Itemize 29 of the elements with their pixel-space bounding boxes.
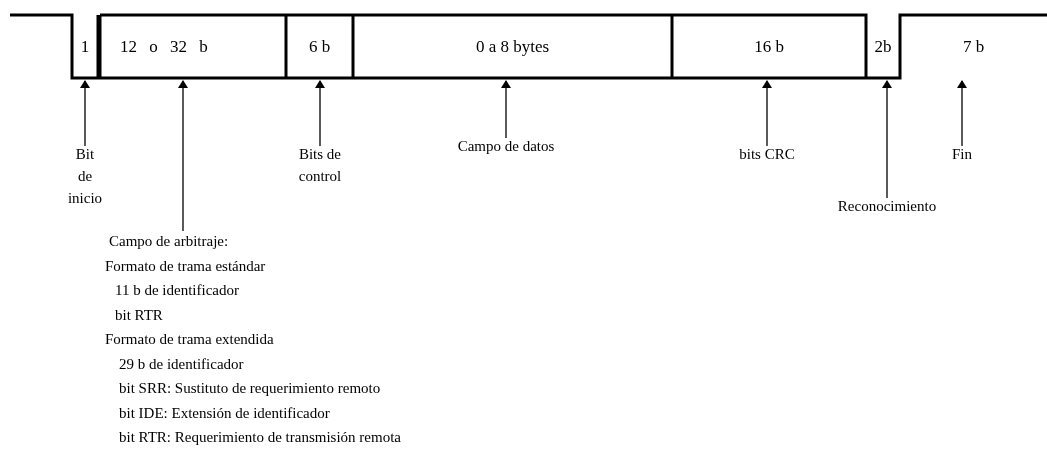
description-line: bit RTR: Requerimiento de transmisión remota [118, 428, 401, 447]
arrow [762, 80, 772, 147]
arrow [80, 80, 90, 147]
arrow [178, 80, 188, 232]
field-caption: Campo de datos [457, 137, 555, 156]
description-line: 29 b de identificador [118, 354, 245, 374]
field-label: 1 [80, 36, 90, 57]
description-line: Formato de trama extendida [105, 330, 275, 349]
field-label: 0 a 8 bytes [475, 36, 550, 57]
arrow [957, 80, 967, 147]
description-line: bit SRR: Sustituto de requerimiento remoto [118, 379, 382, 398]
arrow [501, 80, 511, 139]
description-line: bit RTR [114, 305, 164, 325]
field-label: 6 b [308, 36, 331, 57]
field-label: 7 b [962, 36, 985, 57]
field-caption: Reconocimiento [837, 197, 937, 216]
description-line: Campo de arbitraje: [108, 232, 230, 251]
description-line: bit IDE: Extensión de identificador [118, 403, 331, 423]
arrow [882, 80, 892, 199]
field-label: 12 o 32 b [120, 36, 208, 57]
description-line: 11 b de identificador [114, 281, 240, 300]
arrow [315, 80, 325, 147]
description-line: Formato de trama estándar [105, 256, 267, 276]
field-caption: Bit de inicio [67, 145, 103, 208]
field-label: 2b [874, 36, 892, 57]
field-caption: Fin [952, 145, 972, 164]
field-label: 16 b [754, 36, 784, 57]
field-caption: bits CRC [739, 145, 795, 164]
field-caption: Bits de control [298, 145, 342, 186]
